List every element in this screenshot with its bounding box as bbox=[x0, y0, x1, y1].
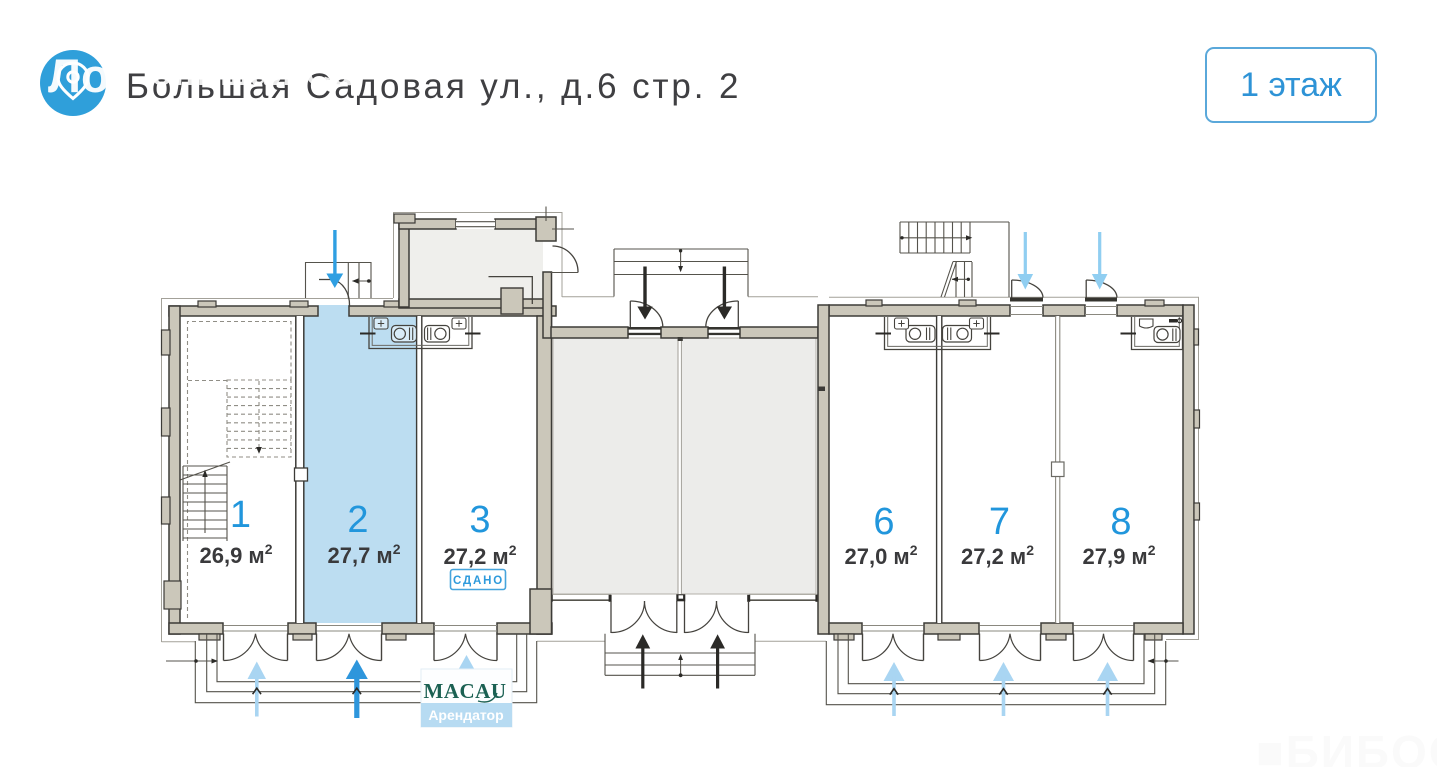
svg-text:Арендатор: Арендатор bbox=[428, 707, 503, 723]
svg-text:26,9 м2: 26,9 м2 bbox=[199, 541, 272, 568]
svg-text:27,0 м2: 27,0 м2 bbox=[844, 542, 917, 569]
svg-text:6: 6 bbox=[873, 501, 894, 543]
svg-text:СДАНО: СДАНО bbox=[453, 575, 504, 587]
svg-text:3: 3 bbox=[469, 499, 490, 541]
svg-text:1: 1 bbox=[230, 494, 251, 536]
svg-text:MACAU: MACAU bbox=[424, 679, 507, 703]
svg-text:27,9 м2: 27,9 м2 bbox=[1082, 542, 1155, 569]
svg-text:7: 7 bbox=[989, 501, 1010, 543]
svg-text:27,2 м2: 27,2 м2 bbox=[961, 542, 1034, 569]
svg-text:27,2 м2: 27,2 м2 bbox=[443, 542, 516, 569]
svg-text:2: 2 bbox=[347, 499, 368, 541]
svg-text:8: 8 bbox=[1110, 501, 1131, 543]
svg-text:27,7 м2: 27,7 м2 bbox=[327, 541, 400, 568]
